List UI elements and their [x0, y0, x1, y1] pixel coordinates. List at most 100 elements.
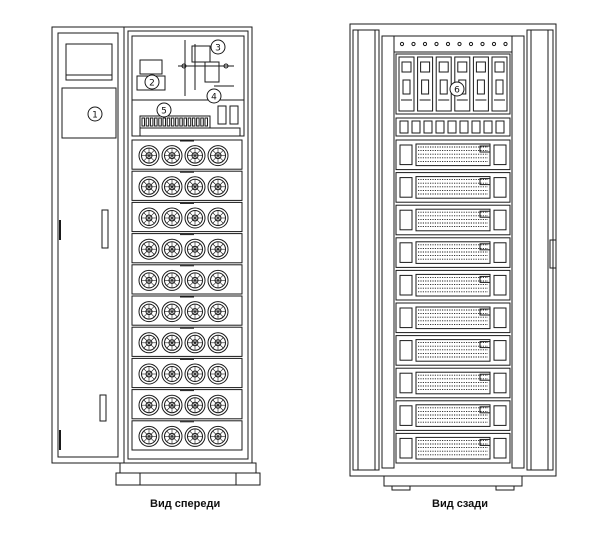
fan-icon: [184, 301, 206, 323]
fan-spoke: [166, 212, 178, 224]
module-handle: [493, 405, 507, 426]
connector: [483, 120, 493, 134]
fan-icon: [207, 238, 229, 260]
door-panel: [61, 87, 117, 139]
fan-icon: [207, 176, 229, 198]
vent-grille: [415, 339, 491, 362]
breaker-label: [475, 61, 486, 73]
power-module: [395, 139, 511, 171]
rail-hole: [491, 41, 497, 47]
fan-icon: [207, 207, 229, 229]
left-door-frame: [352, 29, 380, 471]
fan-icon: [161, 176, 183, 198]
breaker-label: [457, 61, 468, 73]
fan-spoke: [212, 274, 224, 286]
fan-spoke: [143, 337, 155, 349]
svg-text:3: 3: [215, 44, 221, 54]
fan-spoke: [189, 337, 201, 349]
terminal: [179, 117, 183, 127]
module-handle: [399, 274, 413, 296]
fan-icon: [207, 301, 229, 323]
vent-grille: [415, 176, 491, 199]
fan-spoke: [143, 150, 155, 162]
module-handle: [493, 340, 507, 361]
fan-icon: [207, 363, 229, 385]
terminal: [158, 117, 162, 127]
fan-icon: [138, 332, 160, 354]
vent-grille: [415, 241, 491, 264]
breaker-panel: [395, 53, 511, 115]
fan-icon: [161, 301, 183, 323]
breaker-label: [494, 61, 505, 73]
fan-spoke: [212, 150, 224, 162]
fan-icon: [161, 145, 183, 167]
rail-hole: [434, 41, 439, 47]
fan-spoke: [166, 430, 178, 442]
fan-icon: [138, 145, 160, 167]
fan-spoke: [212, 243, 224, 255]
module-indicator: [479, 178, 491, 186]
fan-icon: [161, 332, 183, 354]
fan-row: [131, 264, 243, 295]
power-module: [395, 432, 511, 464]
fan-icon: [207, 332, 229, 354]
fan-icon: [184, 238, 206, 260]
rail-hole: [503, 41, 508, 47]
fan-icon: [207, 269, 229, 291]
module-indicator: [479, 145, 491, 153]
front-cabinet: [123, 26, 253, 464]
power-module: [395, 367, 511, 399]
module-handle: [399, 307, 413, 329]
connector: [495, 120, 505, 134]
terminal: [196, 117, 200, 127]
rear-view-caption: Вид сзади: [432, 498, 489, 510]
breaker-label: [438, 61, 449, 73]
breaker-lever: [439, 79, 448, 95]
fan-spoke: [143, 243, 155, 255]
fan-icon: [184, 207, 206, 229]
module-indicator: [479, 308, 491, 316]
fan-icon: [184, 425, 206, 447]
fan-icon: [138, 238, 160, 260]
breaker-switch: [191, 45, 211, 63]
fan-icon: [207, 145, 229, 167]
fan-row: [131, 295, 243, 326]
connector: [471, 120, 481, 134]
fan-row: [131, 233, 243, 264]
door-handle: [549, 239, 557, 269]
rail-hole: [422, 41, 428, 47]
terminal: [183, 117, 187, 127]
module-handle: [493, 307, 507, 329]
front-door: [51, 26, 125, 464]
fan-spoke: [189, 274, 201, 286]
terminal: [154, 117, 158, 127]
fan-spoke: [189, 243, 201, 255]
module-handle: [399, 209, 413, 231]
fan-spoke: [189, 306, 201, 318]
display-module: [139, 59, 163, 75]
fan-icon: [184, 269, 206, 291]
module-indicator: [479, 243, 491, 251]
callout-2: 2: [144, 74, 160, 90]
module-handle: [493, 177, 507, 198]
fan-row: [131, 389, 243, 420]
module-indicator: [479, 373, 491, 381]
module-handle: [493, 209, 507, 231]
module-handle: [493, 274, 507, 296]
fan-spoke: [166, 274, 178, 286]
fan-icon: [161, 269, 183, 291]
fan-icon: [138, 425, 160, 447]
breaker: [472, 56, 489, 112]
front-view-caption: Вид спереди: [150, 498, 221, 510]
power-module: [395, 172, 511, 203]
breaker-label: [420, 61, 431, 73]
power-module: [395, 237, 511, 268]
breaker: [417, 56, 434, 112]
breaker-lever: [402, 79, 411, 95]
power-module: [395, 302, 511, 334]
module-handle: [399, 340, 413, 361]
svg-text:2: 2: [149, 79, 155, 89]
front-base: [115, 462, 261, 486]
module-indicator: [479, 275, 491, 283]
fan-icon: [138, 394, 160, 416]
